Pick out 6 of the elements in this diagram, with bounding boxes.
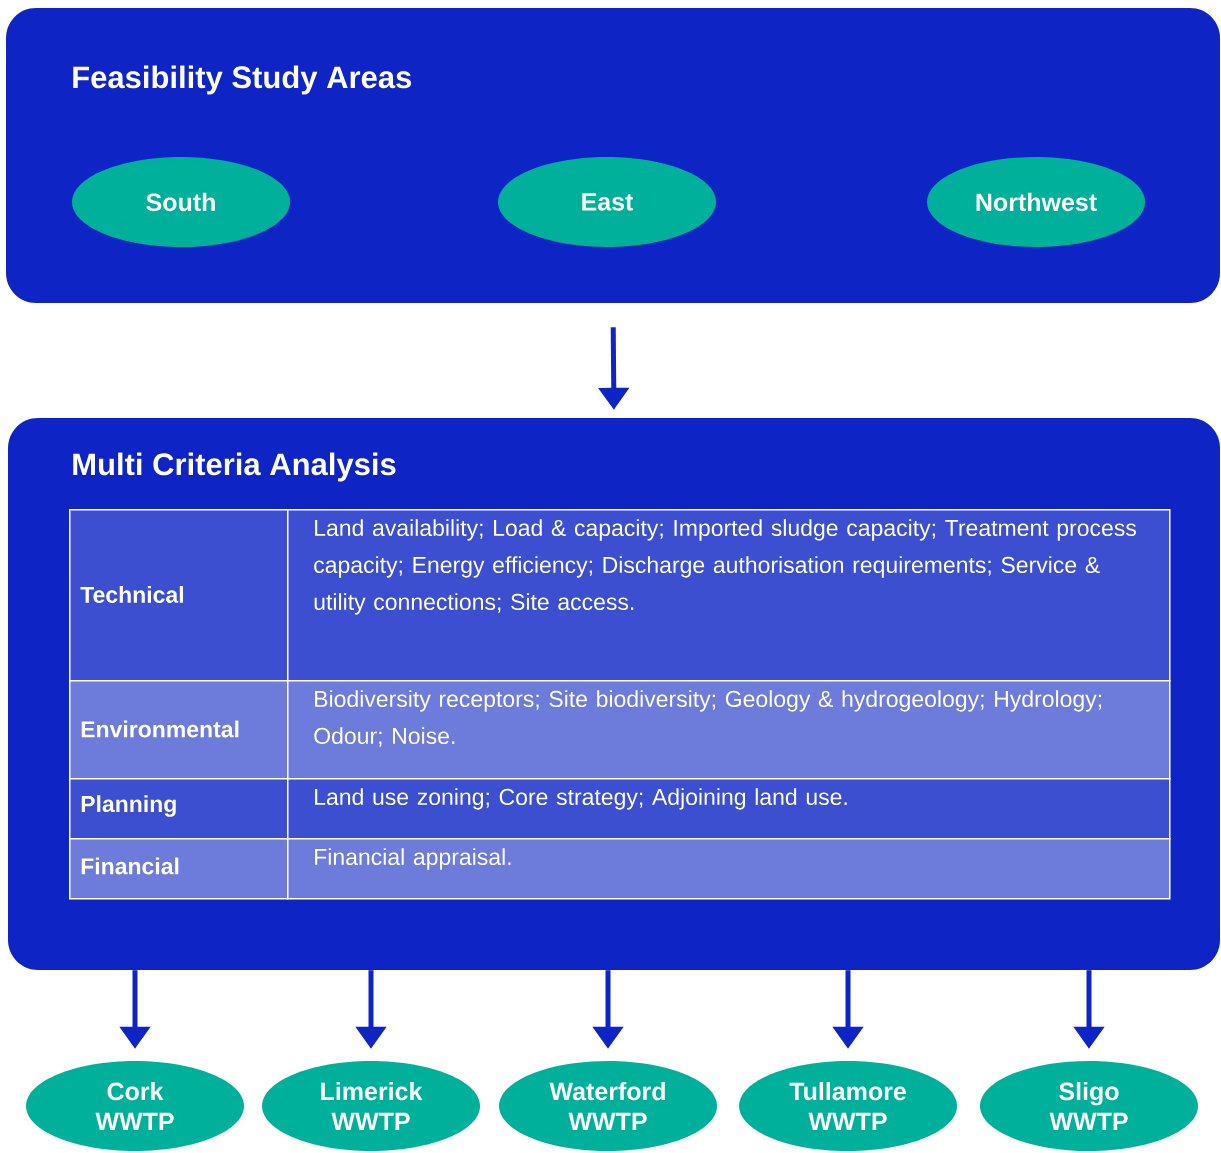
table-cell: Environmental [69, 680, 289, 780]
table-cell: Financial [69, 838, 289, 900]
panel-title: Feasibility Study Areas [73, 65, 412, 95]
table-cell: Planning [69, 778, 289, 840]
table-cell: Technical [69, 509, 289, 682]
panel-title: Multi Criteria Analysis [73, 452, 396, 482]
